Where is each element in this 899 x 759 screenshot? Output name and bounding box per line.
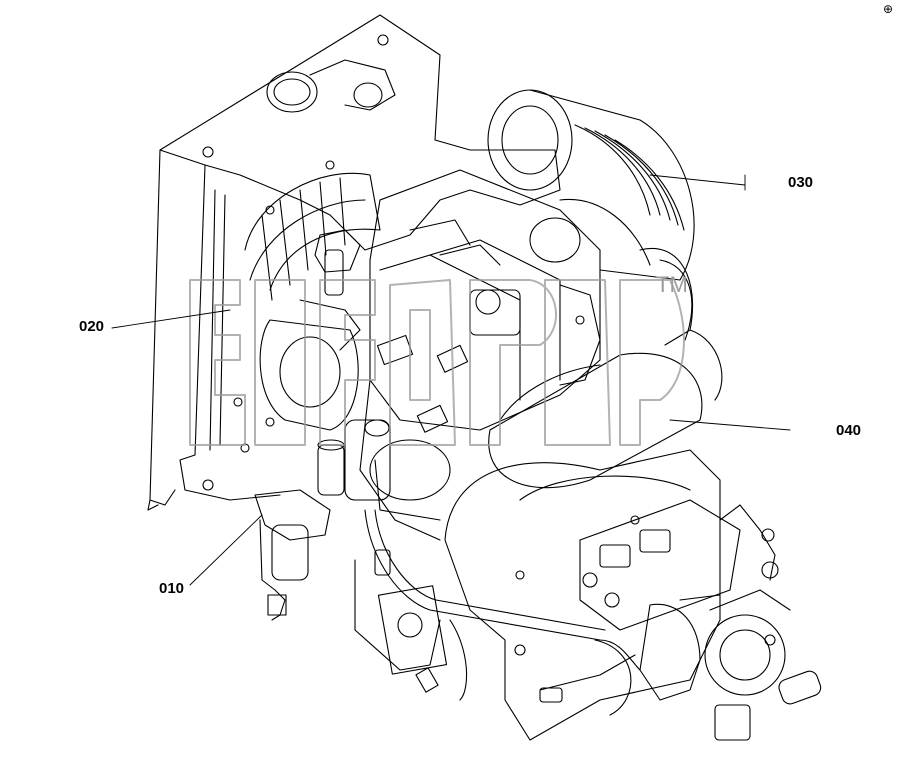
hydraulic-pump — [444, 449, 822, 741]
part-label-020[interactable]: 020 — [77, 318, 107, 336]
watermark-logo — [189, 279, 685, 446]
watermark-tm: TM — [656, 272, 688, 297]
hose-lines — [354, 509, 641, 716]
corner-mark-icon: ⊕ — [882, 2, 893, 16]
engine-block — [359, 169, 601, 541]
part-label-010[interactable]: 010 — [157, 580, 187, 598]
leader-lines — [111, 174, 791, 586]
radiator-assembly — [147, 14, 561, 511]
part-label-030[interactable]: 030 — [786, 174, 816, 192]
air-filter — [487, 89, 695, 346]
fuel-filter-assembly — [254, 229, 391, 621]
part-label-040[interactable]: 040 — [834, 422, 864, 440]
